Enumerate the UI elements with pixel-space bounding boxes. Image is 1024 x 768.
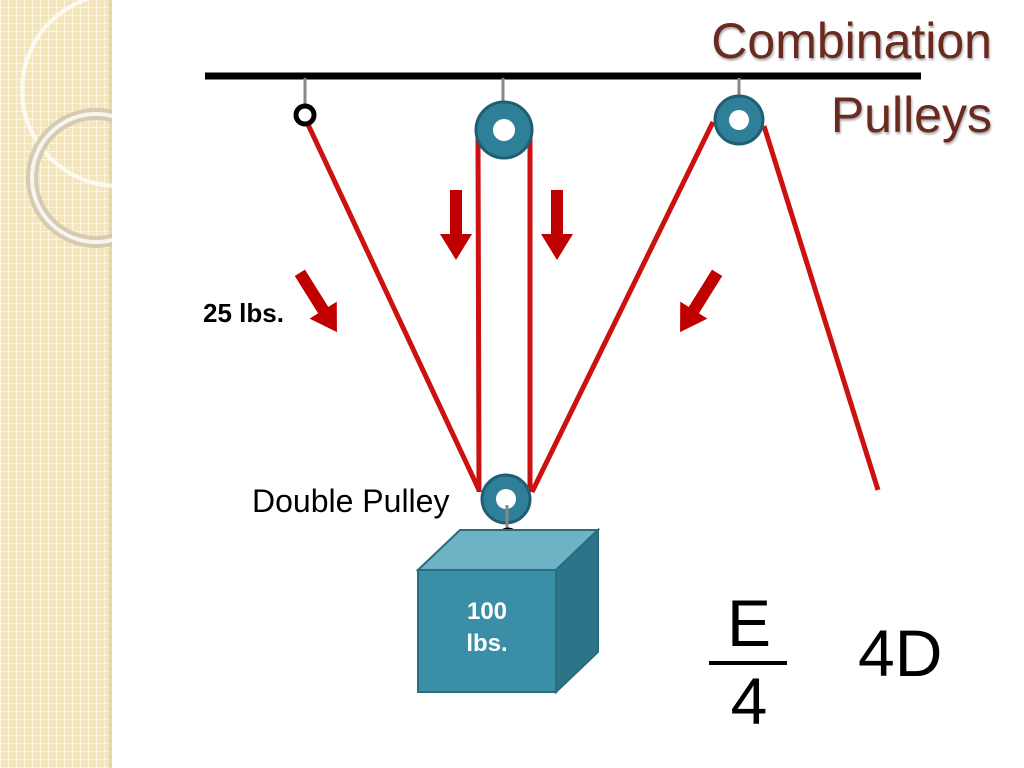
- fixed-pulley-1: [474, 100, 534, 160]
- down-arrow-icon: [286, 264, 351, 341]
- weight-unit: lbs.: [466, 630, 508, 658]
- down-arrow-icon: [541, 190, 573, 260]
- side-panel-rings: [20, 0, 112, 248]
- weight-label: 100 lbs.: [418, 596, 556, 661]
- rope-segment-diagonal: [529, 120, 716, 494]
- decorative-ring-small-highlight: [30, 112, 112, 244]
- rope-segment-inner-left: [475, 135, 482, 493]
- rope-segment-pull: [761, 125, 881, 491]
- double-pulley-label: Double Pulley: [252, 483, 450, 519]
- decorative-side-panel: [0, 0, 112, 768]
- formula-fraction-bar: [709, 661, 787, 665]
- formula-denominator: 4: [730, 664, 768, 738]
- formula-numerator: E: [726, 586, 772, 660]
- force-label: 25 lbs.: [203, 298, 284, 328]
- formula-result: 4D: [858, 616, 943, 690]
- pulley-axle: [496, 489, 516, 509]
- anchor-ring-icon: [293, 103, 317, 127]
- rope-segment-anchor: [302, 116, 482, 492]
- slide-title-line-2: Pulleys: [830, 87, 992, 143]
- pulley-axle: [493, 119, 515, 141]
- fixed-pulley-2: [713, 94, 765, 146]
- weight-value: 100: [466, 598, 508, 625]
- down-arrow-icon: [440, 190, 472, 260]
- pulley-axle: [729, 110, 749, 130]
- slide-title-line-1: Combination: [711, 13, 992, 69]
- force-arrows: [286, 190, 731, 341]
- weight-front-face: [417, 569, 557, 693]
- down-arrow-icon: [666, 264, 731, 341]
- weight-block: [415, 527, 601, 695]
- decorative-ring-large: [20, 0, 112, 188]
